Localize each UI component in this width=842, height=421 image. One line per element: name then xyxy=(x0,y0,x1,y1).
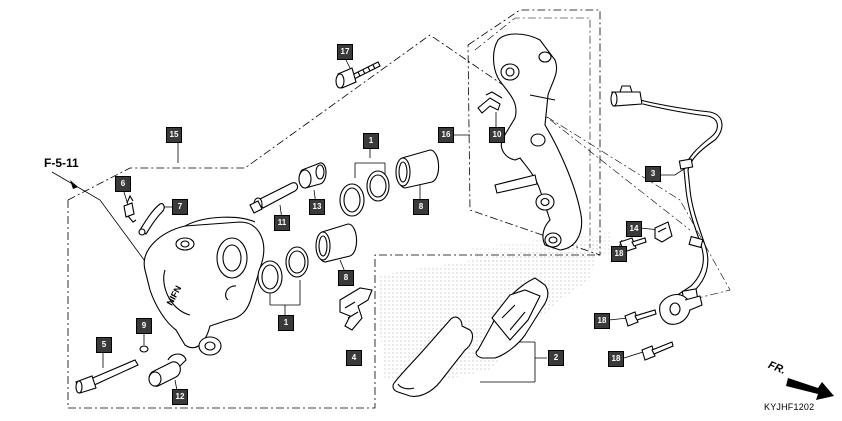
reference-label: F-5-11 xyxy=(44,156,79,170)
sensor-link-2 xyxy=(524,99,691,231)
callout-5: 5 xyxy=(96,337,112,353)
pins-and-boots xyxy=(75,61,503,394)
callout-14: 14 xyxy=(626,221,642,237)
callout-7: 7 xyxy=(172,199,188,215)
pistons-and-seals xyxy=(257,149,440,294)
bracket-outline-inner xyxy=(474,17,591,248)
callout-6: 6 xyxy=(115,176,131,192)
bracket-outline xyxy=(467,9,601,256)
drawing-code: KYJHF1202 xyxy=(764,402,815,412)
callout-18-lower: 18 xyxy=(608,351,624,367)
assembly-outline-frame xyxy=(67,200,600,409)
callout-12: 12 xyxy=(172,389,188,405)
callout-9: 9 xyxy=(136,318,152,334)
front-arrow xyxy=(786,378,834,400)
callout-11: 11 xyxy=(274,215,290,231)
callout-18-middle: 18 xyxy=(594,313,610,329)
callout-16: 16 xyxy=(438,127,454,143)
callout-17: 17 xyxy=(337,44,353,60)
assembly-outline xyxy=(67,34,526,201)
sensor-clip xyxy=(654,221,673,243)
caliper-body: NIFN xyxy=(143,216,265,356)
callout-2: 2 xyxy=(548,350,564,366)
caliper-bracket xyxy=(492,33,583,251)
callout-4: 4 xyxy=(346,350,362,366)
callout-8-lower: 8 xyxy=(338,270,354,286)
callout-15: 15 xyxy=(166,127,182,143)
reference-arrowhead xyxy=(70,180,78,189)
wheel-speed-sensor xyxy=(610,85,723,325)
callout-3: 3 xyxy=(645,166,661,182)
callout-10: 10 xyxy=(489,127,505,143)
brake-pads xyxy=(392,277,549,397)
callout-8-upper: 8 xyxy=(413,199,429,215)
callout-1-upper: 1 xyxy=(363,133,379,149)
pad-spring xyxy=(339,287,373,331)
callout-1-lower: 1 xyxy=(278,315,294,331)
callout-18-upper: 18 xyxy=(611,246,627,262)
callout-13: 13 xyxy=(309,199,325,215)
